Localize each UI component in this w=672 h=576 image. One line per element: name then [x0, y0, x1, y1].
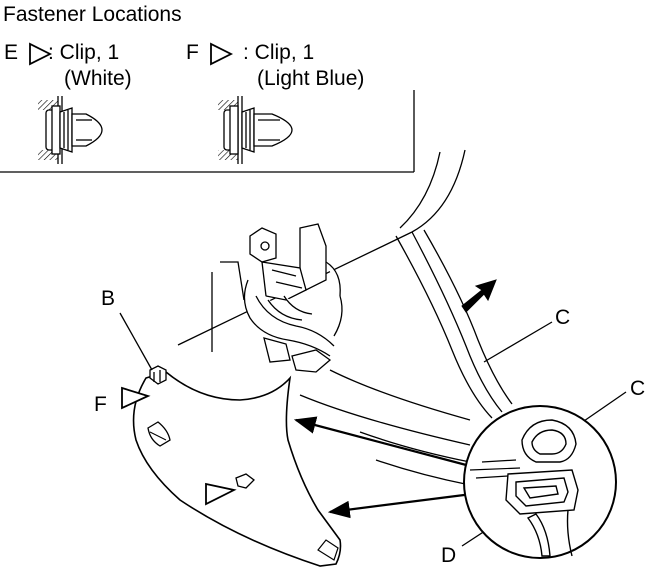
latch-mechanism	[243, 223, 343, 373]
callout-f: F	[94, 393, 107, 416]
callout-c-top: C	[555, 306, 571, 329]
legend-f-triangle-icon	[210, 42, 234, 66]
clip-e-icon	[38, 96, 103, 164]
legend-f-letter: F	[186, 41, 199, 64]
clip-b-marker	[149, 365, 167, 385]
clip-e-marker	[235, 473, 255, 489]
detail-arrows	[293, 416, 473, 519]
callout-c-detail: C	[630, 377, 646, 400]
diagram-title: Fastener Locations	[3, 3, 182, 26]
callout-f-triangle-icon	[121, 386, 151, 410]
legend-f-color: (Light Blue)	[257, 67, 365, 90]
clip-f-icon	[218, 96, 293, 164]
direction-arrow-icon	[461, 279, 497, 313]
legend-frame	[0, 90, 415, 173]
legend-e-letter: E	[4, 41, 19, 64]
legend-f-label: : Clip, 1	[243, 41, 315, 64]
callout-d: D	[441, 544, 457, 567]
trim-panel	[132, 371, 342, 567]
legend-e-color: (White)	[64, 67, 132, 90]
seal-detail-view	[463, 405, 617, 559]
legend-e-label: : Clip, 1	[48, 41, 120, 64]
legend-e-triangle-icon	[29, 42, 53, 66]
callout-b: B	[101, 287, 116, 310]
callout-e-triangle-icon	[205, 482, 237, 506]
